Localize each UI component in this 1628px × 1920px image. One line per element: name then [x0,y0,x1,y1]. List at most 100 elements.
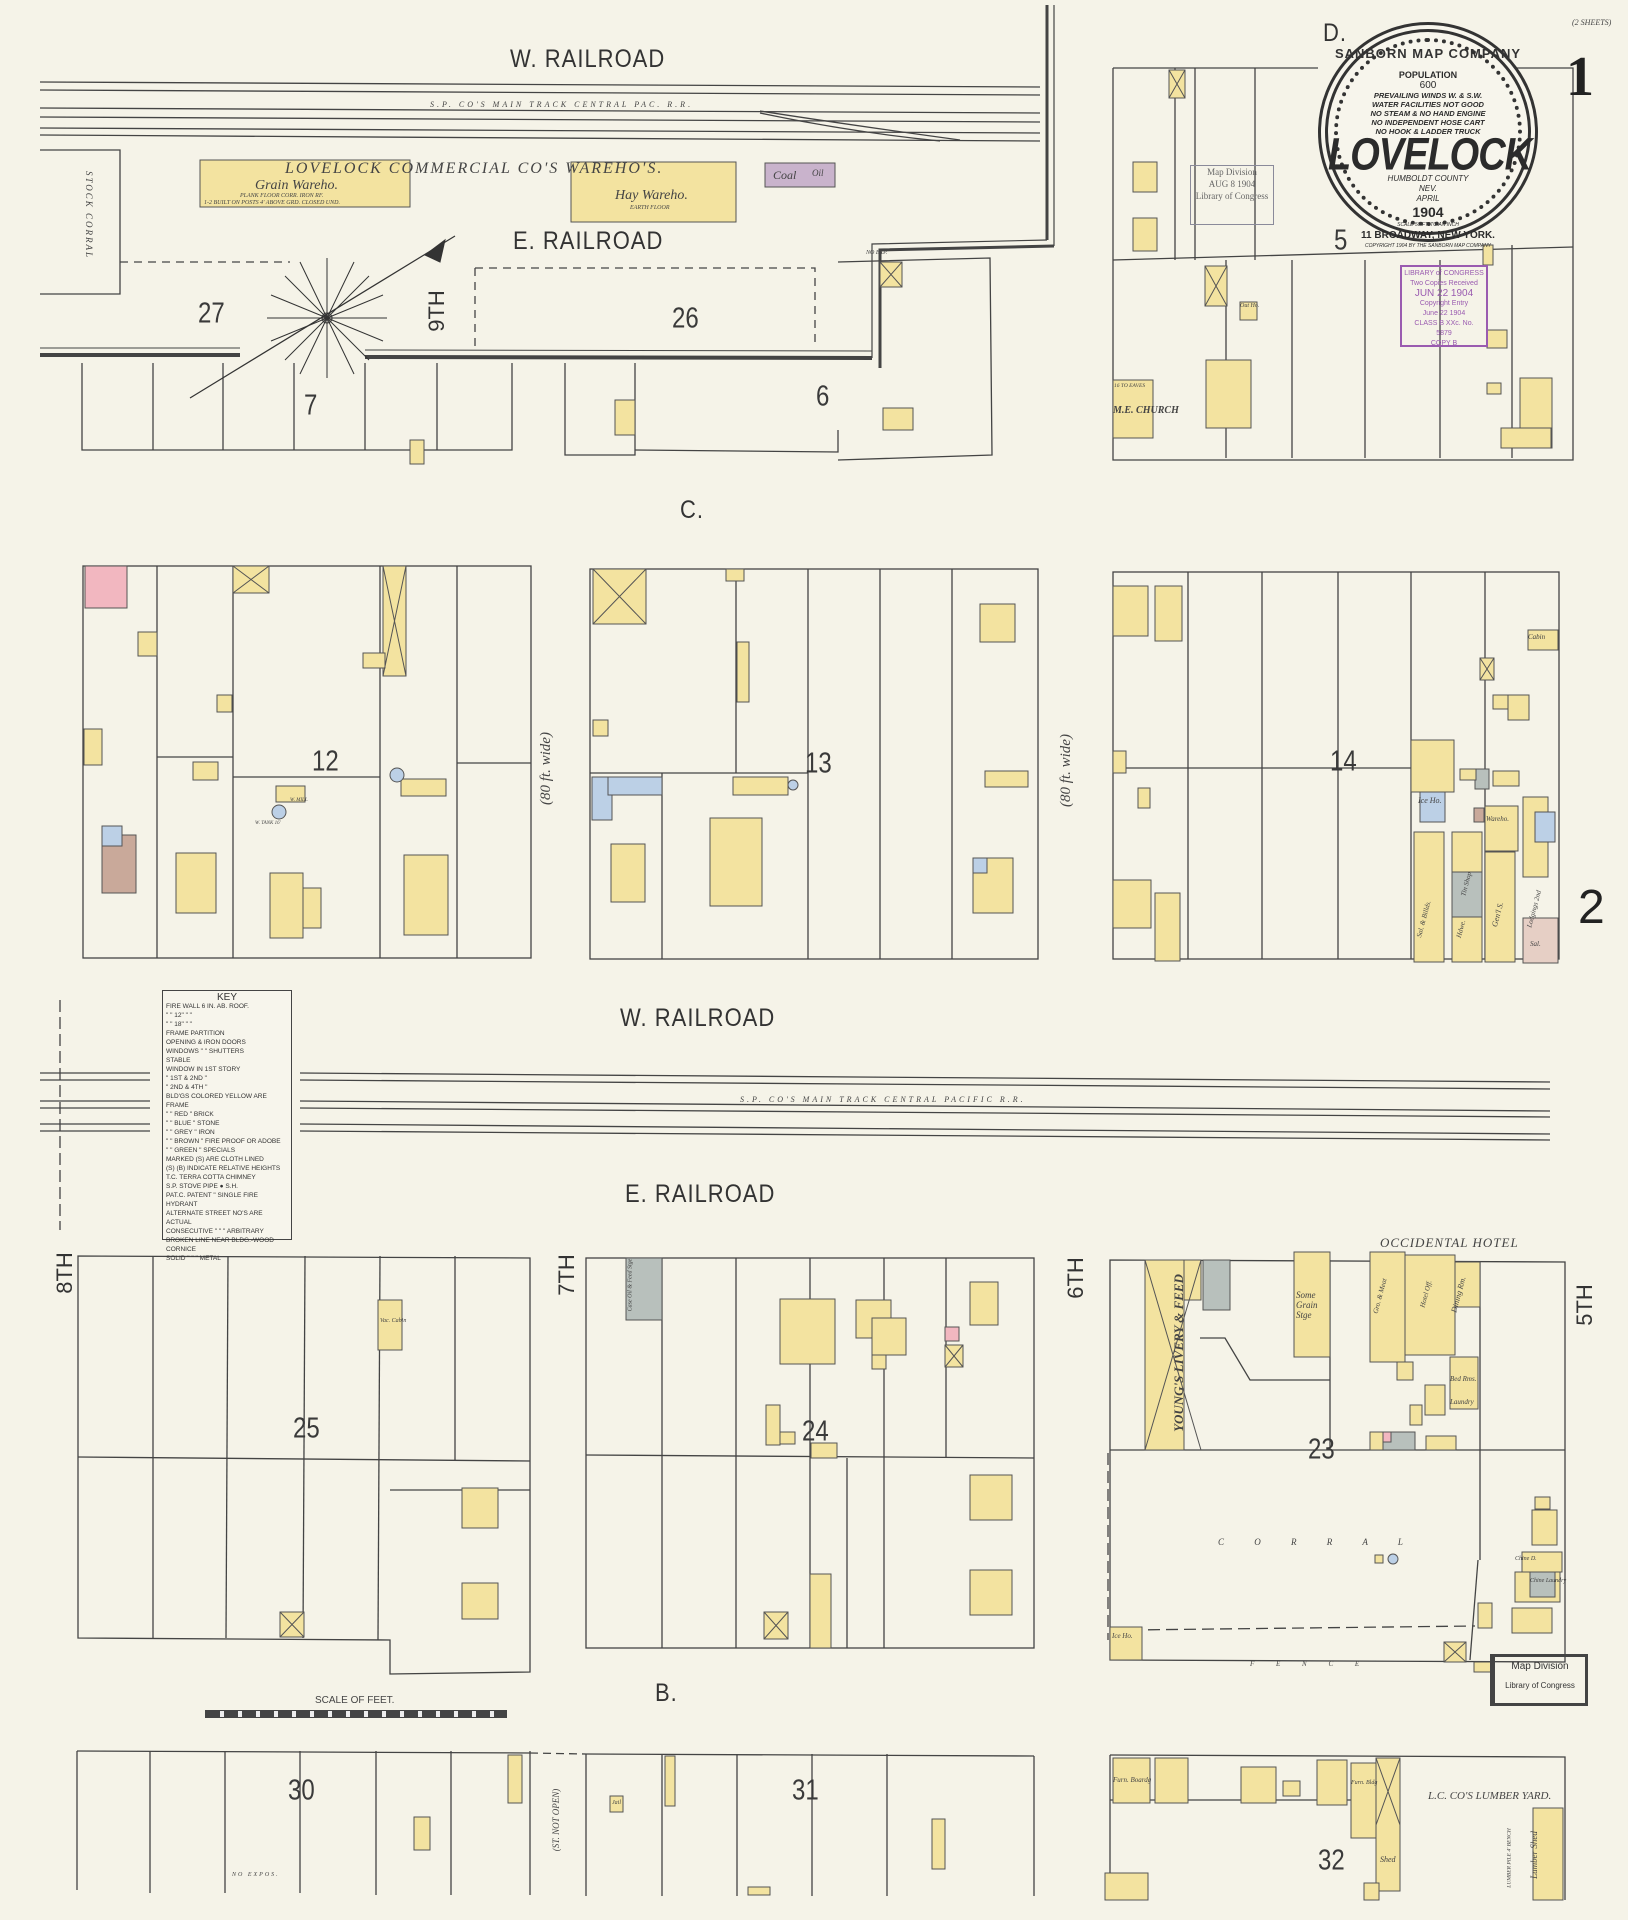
grain-warehouse-label: Grain Wareho. [255,178,338,193]
key-line: ALTERNATE STREET NO'S ARE ACTUAL [166,1210,263,1226]
map-key-legend: KEY FIRE WALL 6 IN. AB. ROOF. " " 12" " … [162,990,292,1262]
cabin-label: Cabin [1528,633,1546,641]
bed-rooms-label: Bed Rms. [1450,1375,1477,1383]
key-line: BROKEN LINE NEAR BLDG.-WOOD CORNICE [166,1237,274,1253]
windmill-label: W. MILL [290,798,308,803]
seal-border [1334,38,1522,226]
street-label-w-railroad-top: W. RAILROAD [510,44,666,73]
block-number: 32 [1318,1844,1345,1877]
city-name: LOVELOCK [1328,129,1532,181]
block-number: 14 [1330,745,1357,778]
key-line: " " 12" " " [166,1012,192,1019]
key-line: FIRE WALL 6 IN. AB. ROOF. [166,1003,249,1010]
water-tank-label: W. TANK 16' [255,821,281,826]
key-line: WINDOW IN 1ST STORY [166,1066,241,1073]
key-line: OPENING & IRON DOORS [166,1039,246,1046]
grain-warehouse-note: 1-2 BUILT ON POSTS 4' ABOVE GRD. CLOSED … [204,200,340,206]
ice-house-label: Ice Ho. [1112,1632,1133,1640]
sanborn-title-seal: SANBORN MAP COMPANY POPULATION 600 PREVA… [1318,22,1538,249]
street-width-note: (80 ft. wide) [1057,734,1074,807]
street-label-w-railroad-mid: W. RAILROAD [620,1003,776,1032]
no-exposure-note: NO EXP. [866,250,888,256]
street-label-e-railroad-top: E. RAILROAD [513,226,664,255]
grain-storage-label: Some Grain Stge [1296,1290,1318,1320]
street-width-note: (80 ft. wide) [537,732,554,805]
street-label-9th: 9TH [423,290,449,332]
street-label-8th: 8TH [51,1252,77,1294]
stamp-line: Library of Congress [1505,1681,1575,1690]
no-exposure-note: NO EXPOS. [232,1872,280,1878]
shed-label: Shed [1380,1855,1396,1864]
stamp-line: Library of Congress [1195,191,1269,201]
stamp-line: LIBRARY of CONGRESS [1404,270,1484,277]
track-note: S.P. CO'S MAIN TRACK CENTRAL PAC. R.R. [430,100,694,109]
key-line: SOLID " " " METAL [166,1255,221,1262]
key-line: " " BROWN " FIRE PROOF OR ADOBE [166,1138,281,1145]
out-house-label: Out Ho. [1240,303,1260,309]
map-division-stamp: Map Division AUG 8 1904 Library of Congr… [1190,165,1274,225]
block-number: 13 [805,747,832,780]
furnished-boarding-label: Furn. Boardg [1113,1776,1152,1784]
sheet-count-note: (2 SHEETS) [1572,18,1612,27]
key-line: " " 18" " " [166,1021,192,1028]
stamp-line: Map Division [1207,167,1257,177]
key-line: " 1ST & 2ND " [166,1075,207,1082]
key-line: S.P. STOVE PIPE ● S.H. [166,1183,238,1190]
warehouse-label: Wareho. [1486,815,1510,823]
street-label-6th: 6TH [1062,1257,1088,1299]
lumber-shed-label: Lumber Shed [1528,1831,1539,1879]
stamp-line: COPY B [1430,340,1458,347]
stamp-line: Copyright Entry [1419,300,1469,307]
furniture-building-label: Furn. Bldg [1351,1780,1378,1786]
church-note: 16 TO EAVES [1114,383,1146,389]
scale-label: SCALE OF FEET. [315,1695,395,1706]
publisher-name: SANBORN MAP COMPANY [1334,46,1522,61]
key-line: WINDOWS " " SHUTTERS [166,1048,244,1055]
youngs-livery-label: YOUNG'S LIVERY & FEED [1170,1274,1186,1432]
key-line: PAT.C. PATENT " SINGLE FIRE HYDRANT [166,1192,258,1208]
publisher-address: 11 BROADWAY, NEW YORK. [1361,230,1495,241]
street-label-c: C. [680,495,704,524]
block-number: 24 [802,1415,829,1448]
street-label-d: D. [1323,18,1347,47]
scale-bar [205,1710,507,1718]
block-number: 7 [304,389,318,422]
lumber-pile-label: LUMBER PILE 4' BENCH [1506,1828,1513,1888]
sheet-number: 1 [1566,46,1594,108]
occidental-hotel-label: OCCIDENTAL HOTEL [1380,1235,1519,1250]
coal-shed-label: Coal [773,168,797,182]
key-line: " 2ND & 4TH " [166,1084,208,1091]
block-number: 5 [1334,224,1348,257]
key-line: FRAME PARTITION [166,1030,225,1037]
map-division-stamp-bottom: Map Division Library of Congress [1490,1654,1588,1706]
stamp-handwriting: June 22 1904 [1422,310,1466,317]
jail-label: Jail [612,1800,621,1806]
grain-warehouse-note: PLANK FLOOR CORR. IRON RF. [240,193,324,199]
block-number: 31 [792,1774,819,1807]
stamp-date: JUN 22 1904 [1414,288,1474,299]
key-line: MARKED (S) ARE CLOTH LINED [166,1156,264,1163]
continuation-sheet-number: 2 [1578,881,1605,934]
copyright-text: COPYRIGHT 1904 BY THE SANBORN MAP COMPAN… [1364,243,1492,249]
block-number: 30 [288,1774,315,1807]
stock-corral-label: STOCK CORRAL [84,170,95,260]
case-oil-feed-label: Case Oil & Feed Stge [627,1258,634,1312]
key-line: T.C. TERRA COTTA CHIMNEY [166,1174,256,1181]
block-number: 6 [816,380,830,413]
stamp-date: AUG 8 1904 [1208,179,1256,189]
street-not-open-note: (ST. NOT OPEN) [551,1788,562,1852]
street-label-e-railroad-mid: E. RAILROAD [625,1179,776,1208]
stamp-line: Map Division [1511,1661,1569,1672]
key-line: " " RED " BRICK [166,1111,214,1118]
street-label-7th: 7TH [553,1254,579,1296]
laundry-label: Laundry [1450,1398,1474,1406]
chinese-laundry-label: Chine Laundry [1530,1578,1567,1584]
stamp-line: Two Copies Received [1410,280,1478,287]
key-line: STABLE [166,1057,191,1064]
block-number: 25 [293,1412,320,1445]
block-number: 12 [312,745,339,778]
street-label-b: B. [655,1678,678,1707]
hay-warehouse-label: Hay Wareho. [615,188,688,203]
key-line: " " GREEN " SPECIALS [166,1147,236,1154]
